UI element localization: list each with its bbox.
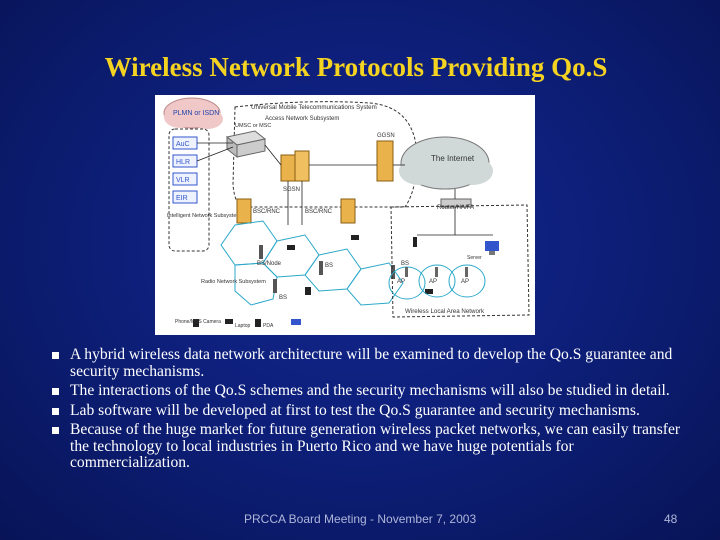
bullet-list: A hybrid wireless data network architect… [52, 346, 682, 475]
umsc-switch [225, 130, 267, 159]
ggsn-label: GGSN [377, 133, 395, 139]
bullet-square-icon [52, 427, 59, 434]
server-icon [485, 241, 499, 255]
bs-label-3: BS [401, 261, 409, 267]
intelligent-network-boundary [168, 128, 210, 252]
intelligent-network-label: Intelligent Network Subsystem [167, 213, 241, 219]
umts-title: Universal Mobile Telecommunications Syst… [251, 104, 377, 111]
vlr-box [172, 172, 198, 186]
router-label: Router/HA/FA [437, 205, 474, 211]
eir-label: EIR [176, 195, 188, 202]
bsc-server-2 [340, 198, 356, 224]
sgsn-server-b [294, 150, 310, 182]
bullet-text: Because of the huge market for future ge… [70, 421, 681, 471]
bullet-square-icon [52, 388, 59, 395]
bsc-server-1 [236, 198, 252, 224]
wlan-label: Wireless Local Area Network [405, 308, 485, 315]
umsc-label: UMSC or MSC [235, 123, 271, 129]
bullet-item: The interactions of the Qo.S schemes and… [52, 382, 682, 400]
vlr-label: VLR [176, 177, 190, 184]
hlr-label: HLR [176, 159, 190, 166]
bs-label-1: BS [325, 263, 333, 269]
network-architecture-diagram: PLMN or ISDN Universal Mobile Telecommun… [163, 97, 530, 329]
bullet-square-icon [52, 352, 59, 359]
legend-laptop-label: Laptop [235, 323, 251, 329]
bullet-square-icon [52, 407, 59, 415]
internet-cloud [399, 136, 493, 190]
ap-label-2: AP [429, 279, 437, 285]
bs-label-2: BS [279, 295, 287, 301]
bullet-item: Lab software will be developed at first … [52, 401, 682, 420]
page-number: 48 [664, 512, 678, 526]
radio-network-label: Radio Network Subsystem [201, 279, 266, 285]
core-links [196, 142, 456, 225]
bsc-label-2: BSC/RNC [305, 209, 333, 215]
legend-phone-label: Phone/MSS Camera [175, 319, 221, 325]
sgsn-server-a [280, 154, 296, 182]
ap-label-3: AP [461, 279, 469, 285]
device-legend [193, 319, 301, 327]
router-icon [440, 198, 472, 208]
pstn-label: PLMN or ISDN [173, 110, 219, 117]
slide-footer: PRCCA Board Meeting - November 7, 2003 [244, 512, 477, 526]
bsc-label-1: BSC/RNC [253, 209, 281, 215]
ap-label-1: AP [397, 279, 405, 285]
radio-cells [220, 220, 404, 306]
bullet-item: A hybrid wireless data network architect… [52, 346, 682, 380]
mobile-devices [287, 235, 433, 295]
base-stations [259, 245, 395, 293]
pstn-cloud [163, 97, 223, 129]
auc-label: AuC [176, 141, 190, 148]
internet-label: The Internet [431, 154, 475, 163]
eir-box [172, 190, 198, 204]
bullet-text: The interactions of the Qo.S schemes and… [70, 382, 670, 399]
legend-server-label: Server [467, 255, 482, 261]
access-network-label: Access Network Subsystem [265, 116, 339, 122]
sgsn-label: SGSN [283, 187, 300, 193]
bs-node-label: BS/Node [257, 261, 282, 267]
wlan-links [417, 207, 493, 236]
wlan-boundary [390, 204, 530, 318]
network-architecture-figure: PLMN or ISDN Universal Mobile Telecommun… [155, 95, 535, 335]
bullet-text: A hybrid wireless data network architect… [70, 346, 673, 380]
bullet-text: Lab software will be developed at first … [70, 401, 640, 419]
bullet-item: Because of the huge market for future ge… [52, 421, 682, 472]
slide-title: Wireless Network Protocols Providing Qo.… [104, 52, 608, 82]
ggsn-server [376, 140, 394, 182]
wlan-access-points [405, 267, 468, 277]
legend-pda-label: PDA [263, 323, 274, 329]
